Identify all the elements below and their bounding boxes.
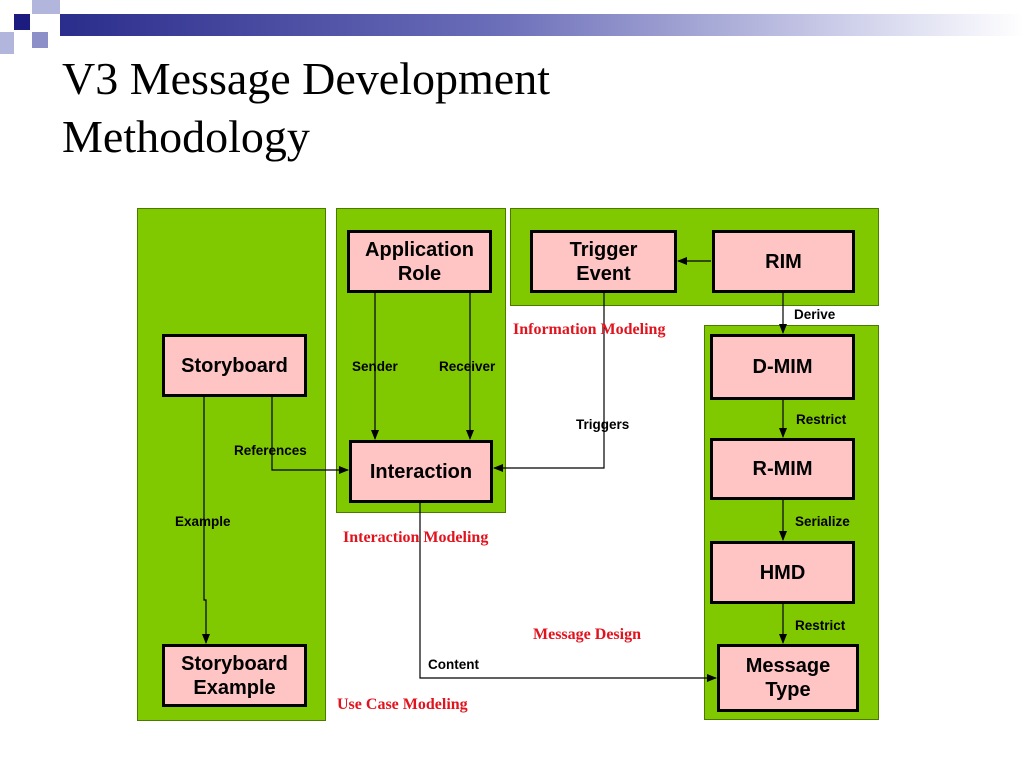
node-r-mim: R-MIM (710, 438, 855, 500)
slide-title: V3 Message Development Methodology (62, 53, 550, 162)
zone-label-use-case-modeling: Use Case Modeling (337, 696, 468, 713)
node-application-role: Application Role (347, 230, 492, 293)
zone-label-information-modeling: Information Modeling (513, 321, 666, 338)
label-content: Content (428, 657, 479, 672)
node-message-type: Message Type (717, 644, 859, 712)
node-storyboard: Storyboard (162, 334, 307, 397)
decor-square-light (0, 32, 14, 54)
node-d-mim: D-MIM (710, 334, 855, 400)
node-hmd: HMD (710, 541, 855, 604)
zone-label-message-design: Message Design (533, 626, 641, 643)
label-example: Example (175, 514, 231, 529)
label-triggers: Triggers (576, 417, 630, 432)
label-derive: Derive (794, 307, 836, 322)
node-rim: RIM (712, 230, 855, 293)
node-interaction: Interaction (349, 440, 493, 503)
label-restrict-2: Restrict (795, 618, 846, 633)
label-serialize: Serialize (795, 514, 850, 529)
node-storyboard-example: Storyboard Example (162, 644, 307, 707)
decor-top-bar (60, 14, 1024, 36)
decor-square-dark (14, 14, 30, 30)
label-references: References (234, 443, 307, 458)
decor-square-light (32, 0, 60, 14)
label-receiver: Receiver (439, 359, 496, 374)
decor-square-mid (32, 32, 48, 48)
label-restrict-1: Restrict (796, 412, 847, 427)
label-sender: Sender (352, 359, 398, 374)
zone-label-interaction-modeling: Interaction Modeling (343, 529, 489, 546)
node-trigger-event: Trigger Event (530, 230, 677, 293)
